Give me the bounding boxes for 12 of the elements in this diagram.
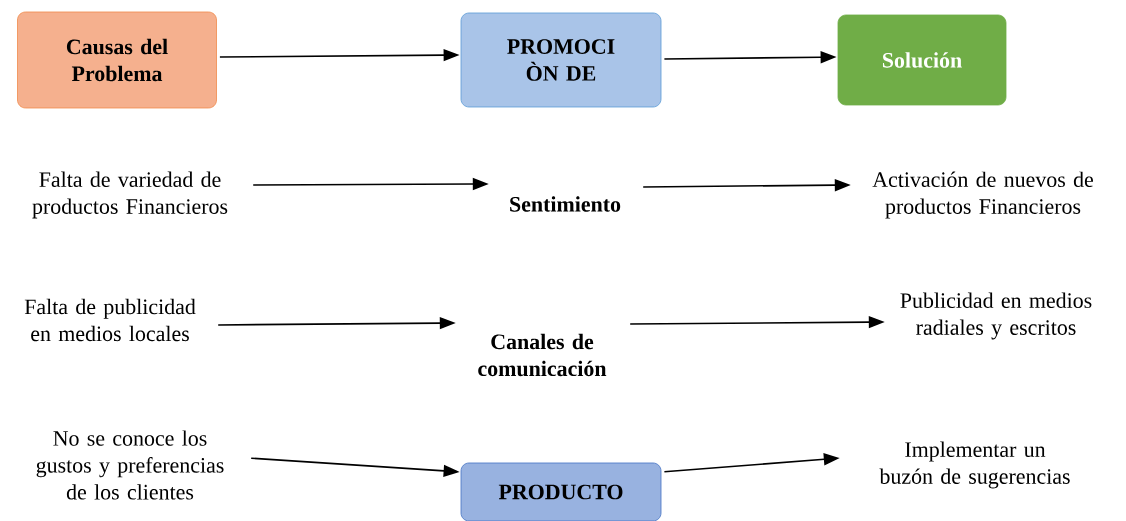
text-label: Falta de variedad de productos Financieros xyxy=(32,171,228,219)
text-label: Activación de nuevos de productos Financieros xyxy=(872,171,1093,219)
process-box: Causas del Problema xyxy=(17,11,217,109)
process-box: PROMOCI ÒN DE xyxy=(460,12,662,108)
text-label: Publicidad en medios radiales y escritos xyxy=(900,292,1092,340)
text-label: Falta de publicidad en medios locales xyxy=(24,298,196,342)
process-box: PRODUCTO xyxy=(460,462,662,521)
text-label: Canales de comunicación xyxy=(478,333,607,377)
text-label: Implementar un buzón de sugerencias xyxy=(879,441,1070,489)
text-label: No se conoce los gustos y preferencias de los clientes xyxy=(36,430,224,500)
text-label: Sentimiento xyxy=(510,196,621,212)
process-box: Solución xyxy=(837,14,1007,106)
